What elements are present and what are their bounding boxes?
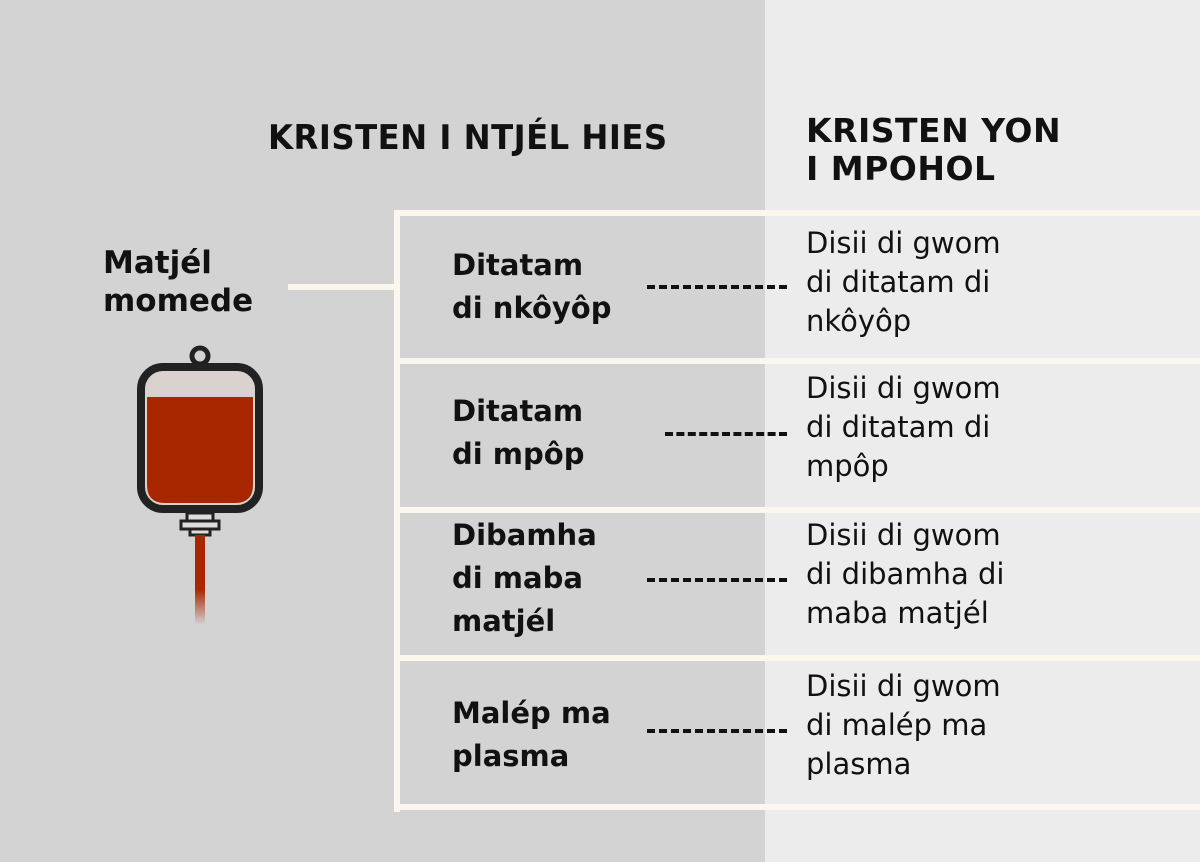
- row-3-component-line: Dibamha: [452, 518, 597, 552]
- row-4-component-line: plasma: [452, 739, 570, 773]
- row-2-component: Ditatam di mpôp: [452, 390, 584, 476]
- source-label-line-1: Matjél: [103, 245, 212, 281]
- right-column-heading: KRISTEN YON I MPOHOL: [806, 112, 1061, 188]
- row-3-product: Disii di gwom di dibamha di maba matjél: [806, 516, 1004, 633]
- row-3-product-line: di dibamha di: [806, 557, 1005, 591]
- row-3-product-line: Disii di gwom: [806, 518, 1001, 552]
- row-4-product: Disii di gwom di malép ma plasma: [806, 667, 1001, 784]
- row-2-component-line: di mpôp: [452, 437, 585, 471]
- source-label: Matjél momede: [103, 244, 253, 320]
- row-2-product-line: di ditatam di: [806, 410, 991, 444]
- row-2-product: Disii di gwom di ditatam di mpôp: [806, 369, 1001, 486]
- right-heading-line-2: I MPOHOL: [806, 149, 996, 188]
- row-1-product-line: nkôyôp: [806, 304, 912, 338]
- row-4-product-line: plasma: [806, 747, 912, 781]
- row-1-product: Disii di gwom di ditatam di nkôyôp: [806, 224, 1001, 341]
- row-4-component: Malép ma plasma: [452, 692, 611, 778]
- row-divider: [394, 804, 1200, 810]
- right-heading-line-1: KRISTEN YON: [806, 111, 1062, 150]
- row-1-component: Ditatam di nkôyôp: [452, 244, 611, 330]
- row-4-product-line: di malép ma: [806, 708, 988, 742]
- row-3-product-line: maba matjél: [806, 596, 989, 630]
- left-panel-background: [0, 0, 765, 862]
- row-divider: [394, 507, 1200, 513]
- row-1-product-line: di ditatam di: [806, 265, 991, 299]
- row-2-product-line: Disii di gwom: [806, 371, 1001, 405]
- row-2-dashed-connector: [665, 432, 787, 436]
- row-3-component-line: di maba: [452, 561, 583, 595]
- row-divider: [394, 210, 1200, 216]
- row-2-product-line: mpôp: [806, 449, 889, 483]
- row-1-product-line: Disii di gwom: [806, 226, 1001, 260]
- row-4-component-line: Malép ma: [452, 696, 611, 730]
- blood-bag-icon: [137, 345, 263, 625]
- row-4-product-line: Disii di gwom: [806, 669, 1001, 703]
- row-3-component: Dibamha di maba matjél: [452, 514, 597, 643]
- left-column-heading: KRISTEN I NTJÉL HIES: [268, 118, 668, 158]
- right-panel-background: [765, 0, 1200, 862]
- source-label-line-2: momede: [103, 283, 254, 319]
- row-1-component-line: Ditatam: [452, 248, 584, 282]
- row-3-dashed-connector: [647, 578, 787, 582]
- row-divider: [394, 655, 1200, 661]
- row-3-component-line: matjél: [452, 604, 556, 638]
- row-4-dashed-connector: [647, 729, 787, 733]
- row-2-component-line: Ditatam: [452, 394, 584, 428]
- source-connector-line: [288, 284, 398, 290]
- row-1-component-line: di nkôyôp: [452, 291, 612, 325]
- row-1-dashed-connector: [647, 285, 787, 289]
- row-divider: [394, 358, 1200, 364]
